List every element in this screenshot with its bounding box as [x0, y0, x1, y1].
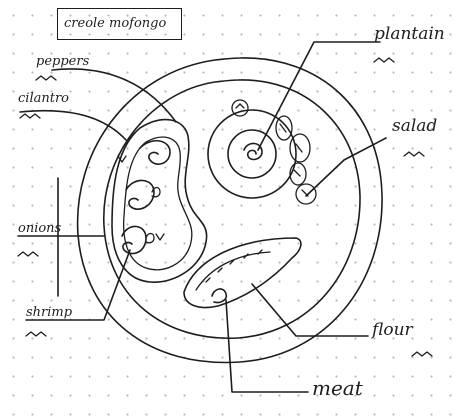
pepper-bit-1 [156, 234, 164, 240]
salad-slice-2 [290, 134, 310, 162]
plantain-outer [208, 110, 296, 198]
leader-peppers [52, 69, 176, 122]
label-shrimp: shrimp [26, 306, 72, 319]
peppers-squiggle [36, 76, 56, 80]
onions-squiggle [18, 252, 38, 256]
salad-slice-1 [276, 116, 292, 140]
salad-squiggle [404, 152, 424, 156]
shrimp-1 [140, 141, 170, 164]
mofongo-mound [112, 120, 207, 283]
shrimp-2 [126, 180, 154, 209]
label-meat: meat [312, 378, 363, 398]
plate-outer-rim [78, 58, 382, 363]
plantain-small-mark [236, 104, 244, 108]
label-salad: salad [392, 118, 437, 135]
title-box: creole mofongo [57, 8, 182, 40]
meat-filling [212, 289, 226, 303]
pastry-inner-fold [196, 252, 270, 290]
label-plantain: plantain [374, 26, 445, 43]
pastry-outer [184, 238, 301, 307]
cilantro-leaf-2 [146, 234, 154, 243]
leader-meat [226, 300, 308, 392]
label-cilantro: cilantro [18, 92, 69, 105]
pastry-crimp [206, 250, 262, 282]
shrimp-squiggle [26, 332, 46, 336]
plantain-squiggle [374, 58, 394, 62]
label-peppers: peppers [36, 55, 89, 68]
mofongo-inner-layer [124, 137, 192, 270]
label-onions: onions [18, 222, 61, 235]
label-flour: flour [372, 322, 413, 339]
plantain-middle [228, 130, 276, 178]
cilantro-squiggle [20, 114, 40, 118]
flour-squiggle [412, 352, 432, 356]
plantain-small-slice [232, 100, 248, 116]
title-label: creole mofongo [58, 9, 181, 30]
